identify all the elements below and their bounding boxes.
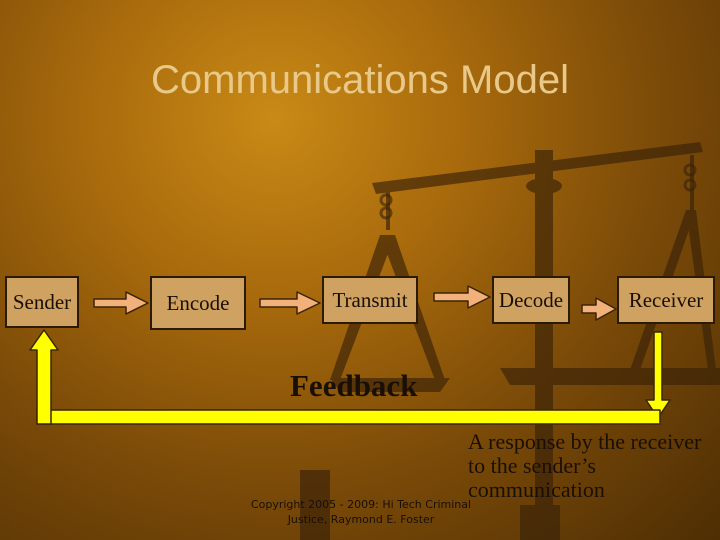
sender-label: Sender bbox=[12, 289, 72, 314]
receiver-label: Receiver bbox=[628, 287, 704, 312]
transmit-box: Transmit bbox=[322, 276, 418, 324]
copyright-notice: Copyright 2005 - 2009: Hi Tech Criminal … bbox=[250, 498, 472, 526]
transmit-label: Transmit bbox=[332, 288, 408, 312]
encode-box: Encode bbox=[150, 276, 246, 330]
decode-label: Decode bbox=[498, 287, 564, 312]
receiver-box: Receiver bbox=[617, 276, 715, 324]
encode-label: Encode bbox=[166, 290, 230, 315]
sender-box: Sender bbox=[5, 276, 79, 328]
slide-title: Communications Model bbox=[151, 58, 569, 102]
feedback-label: Feedback bbox=[290, 368, 418, 403]
feedback-description: A response by the receiver to the sender… bbox=[468, 429, 702, 502]
decode-box: Decode bbox=[492, 276, 570, 324]
